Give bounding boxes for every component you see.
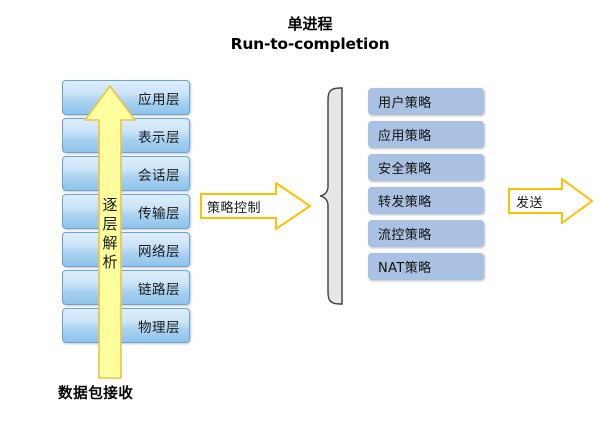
grouping-brace-icon	[318, 86, 344, 306]
title-line-chinese: 单进程	[287, 15, 333, 33]
policy-item-label: 应用策略	[378, 129, 432, 144]
osi-layer-label: 应用层	[138, 91, 180, 108]
osi-layer-label: 物理层	[138, 319, 180, 336]
osi-layer-label: 网络层	[138, 243, 180, 260]
osi-layer-box[interactable]: 物理层	[62, 308, 190, 343]
policy-item[interactable]: 应用策略	[368, 121, 484, 148]
packet-receive-caption: 数据包接收	[58, 386, 134, 402]
osi-layer-box[interactable]: 会话层	[62, 156, 190, 191]
policy-item[interactable]: 安全策略	[368, 154, 484, 181]
up-arrow-char: 解	[102, 234, 118, 252]
policy-item[interactable]: 用户策略	[368, 88, 484, 115]
policy-item[interactable]: NAT策略	[368, 253, 484, 280]
policy-item[interactable]: 流控策略	[368, 220, 484, 247]
policy-item-label: 用户策略	[378, 96, 432, 111]
osi-layer-box[interactable]: 表示层	[62, 118, 190, 153]
osi-layer-label: 链路层	[138, 281, 180, 298]
policy-list: 用户策略 应用策略 安全策略 转发策略 流控策略 NAT策略	[368, 88, 484, 286]
policy-item-label: 安全策略	[378, 162, 432, 177]
osi-layer-label: 传输层	[138, 205, 180, 222]
up-arrow-char: 逐	[102, 196, 118, 214]
up-arrow-char: 析	[102, 253, 118, 271]
policy-control-arrow-icon	[200, 182, 312, 230]
osi-layer-label: 表示层	[138, 129, 180, 146]
policy-item-label: 转发策略	[378, 195, 432, 210]
up-arrow-label: 逐 层 解 析	[88, 196, 132, 272]
policy-item-label: 流控策略	[378, 228, 432, 243]
title-line-latin: Run-to-completion	[230, 35, 390, 54]
osi-layer-box[interactable]: 链路层	[62, 270, 190, 305]
send-arrow-label: 发送	[516, 196, 544, 211]
policy-item-label: NAT策略	[378, 261, 432, 276]
osi-layer-box[interactable]: 应用层	[62, 80, 190, 115]
up-arrow-char: 层	[102, 215, 118, 233]
policy-control-arrow-label: 策略控制	[207, 201, 262, 216]
policy-item[interactable]: 转发策略	[368, 187, 484, 214]
diagram-title: 单进程 Run-to-completion	[140, 14, 480, 55]
osi-layer-label: 会话层	[138, 167, 180, 184]
send-arrow-icon	[508, 178, 594, 224]
